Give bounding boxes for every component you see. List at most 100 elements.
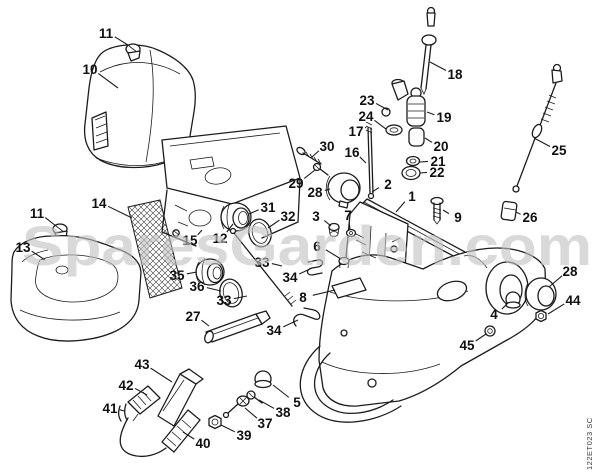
part-screw-29: [312, 162, 329, 176]
part-callout-26: 26: [522, 210, 538, 225]
leader-line-30: [311, 150, 320, 158]
part-plug-3: [328, 222, 340, 237]
leader-line-28: [324, 188, 331, 191]
watermark: SparesGarden.com: [22, 214, 592, 277]
part-callout-29: 29: [288, 176, 303, 191]
leader-line-15: [197, 229, 203, 236]
leader-line-38: [258, 399, 275, 409]
part-callout-24: 24: [358, 109, 374, 124]
part-carb-box-cover: [161, 125, 301, 205]
leader-line-45: [475, 333, 487, 342]
part-callout-25: 25: [551, 143, 567, 158]
part-callout-15: 15: [182, 233, 198, 248]
leader-line-10: [97, 73, 119, 89]
leader-line-9: [442, 209, 450, 215]
part-tank-vent-25: [512, 63, 563, 193]
part-screw-30: [296, 146, 322, 165]
part-fleece-filter: [127, 199, 183, 299]
part-callout-44: 44: [565, 293, 581, 308]
part-sleeve-31: [220, 202, 252, 232]
part-callout-8: 8: [299, 290, 307, 305]
leader-line-33: [233, 295, 248, 300]
leader-line-17: [364, 126, 367, 129]
leader-line-35: [186, 271, 198, 275]
part-carb-box: [161, 179, 301, 247]
leader-line-11: [44, 217, 57, 227]
part-callout-27: 27: [185, 309, 200, 324]
part-molding-8: [331, 277, 367, 299]
part-callout-5: 5: [293, 395, 301, 410]
part-callout-9: 9: [454, 210, 462, 225]
part-callout-30: 30: [319, 139, 334, 154]
part-callout-7: 7: [344, 208, 352, 223]
part-callout-2: 2: [384, 177, 392, 192]
part-callout-22: 22: [429, 165, 444, 180]
part-insulating-tube-43: [157, 368, 204, 427]
leader-line-42: [134, 387, 148, 396]
leader-line-39: [220, 424, 236, 433]
part-callout-37: 37: [257, 416, 272, 431]
leader-line-7: [348, 222, 351, 231]
part-plug-4: [505, 291, 521, 309]
part-choke-rod-18: [420, 6, 437, 95]
part-callout-31: 31: [260, 200, 276, 215]
part-nut-39: [208, 414, 222, 430]
doc-code: 122ET023 SC: [585, 417, 594, 470]
part-o-ring-36: [219, 278, 243, 308]
leader-line-32: [267, 219, 280, 229]
part-callout-10: 10: [82, 62, 97, 77]
part-wire-41: [117, 403, 167, 458]
part-washer-24: [385, 124, 403, 136]
part-callout-23: 23: [359, 93, 375, 108]
part-switch-shaft-37: [222, 395, 250, 419]
part-callout-36: 36: [189, 279, 205, 294]
leader-line-22: [419, 171, 428, 174]
leader-line-34: [282, 319, 299, 328]
leader-line-2: [371, 187, 380, 193]
part-callout-4: 4: [490, 307, 498, 322]
part-callout-34: 34: [266, 323, 282, 338]
leader-line-20: [424, 137, 433, 143]
part-callout-3: 3: [312, 209, 320, 224]
part-callout-28: 28: [307, 185, 323, 200]
leader-line-13: [31, 250, 46, 261]
leader-line-41: [119, 409, 125, 412]
leader-line-37: [244, 407, 258, 419]
part-screw-9: [430, 196, 444, 225]
part-filter-cover: [10, 234, 142, 342]
part-tube-27: [204, 310, 271, 344]
part-screw-38: [246, 390, 263, 404]
leader-line-6: [325, 249, 342, 260]
leader-line-23: [375, 102, 389, 111]
leader-line-33: [271, 263, 283, 267]
part-buffer-28-left: [325, 172, 361, 209]
part-throttle-rod: [365, 121, 375, 200]
part-choke-knob-19: [406, 87, 426, 127]
part-washer-21: [405, 155, 421, 167]
leader-line-27: [201, 319, 210, 327]
part-clip-34a: [306, 259, 324, 276]
part-callout-12: 12: [212, 231, 227, 246]
leader-line-40: [182, 431, 195, 440]
leader-line-18: [429, 61, 447, 72]
part-callout-33: 33: [254, 255, 270, 270]
part-callout-45: 45: [459, 338, 475, 353]
part-handle-housing: [299, 198, 547, 423]
part-callout-17: 17: [348, 124, 363, 139]
part-washer-45: [484, 325, 496, 337]
part-clip-34b: [293, 307, 321, 327]
leader-line-3: [323, 220, 332, 227]
leader-line-14: [107, 205, 133, 219]
leader-line-11: [114, 36, 129, 46]
leader-line-43: [150, 367, 173, 383]
leader-line-4: [501, 302, 509, 310]
leader-line-16: [359, 156, 367, 164]
part-callout-28: 28: [562, 264, 578, 279]
part-callout-40: 40: [195, 436, 210, 451]
part-bushing-22: [401, 165, 421, 181]
part-plug-26: [500, 200, 518, 222]
leader-line-8: [312, 289, 336, 296]
leader-line-12: [226, 223, 234, 233]
